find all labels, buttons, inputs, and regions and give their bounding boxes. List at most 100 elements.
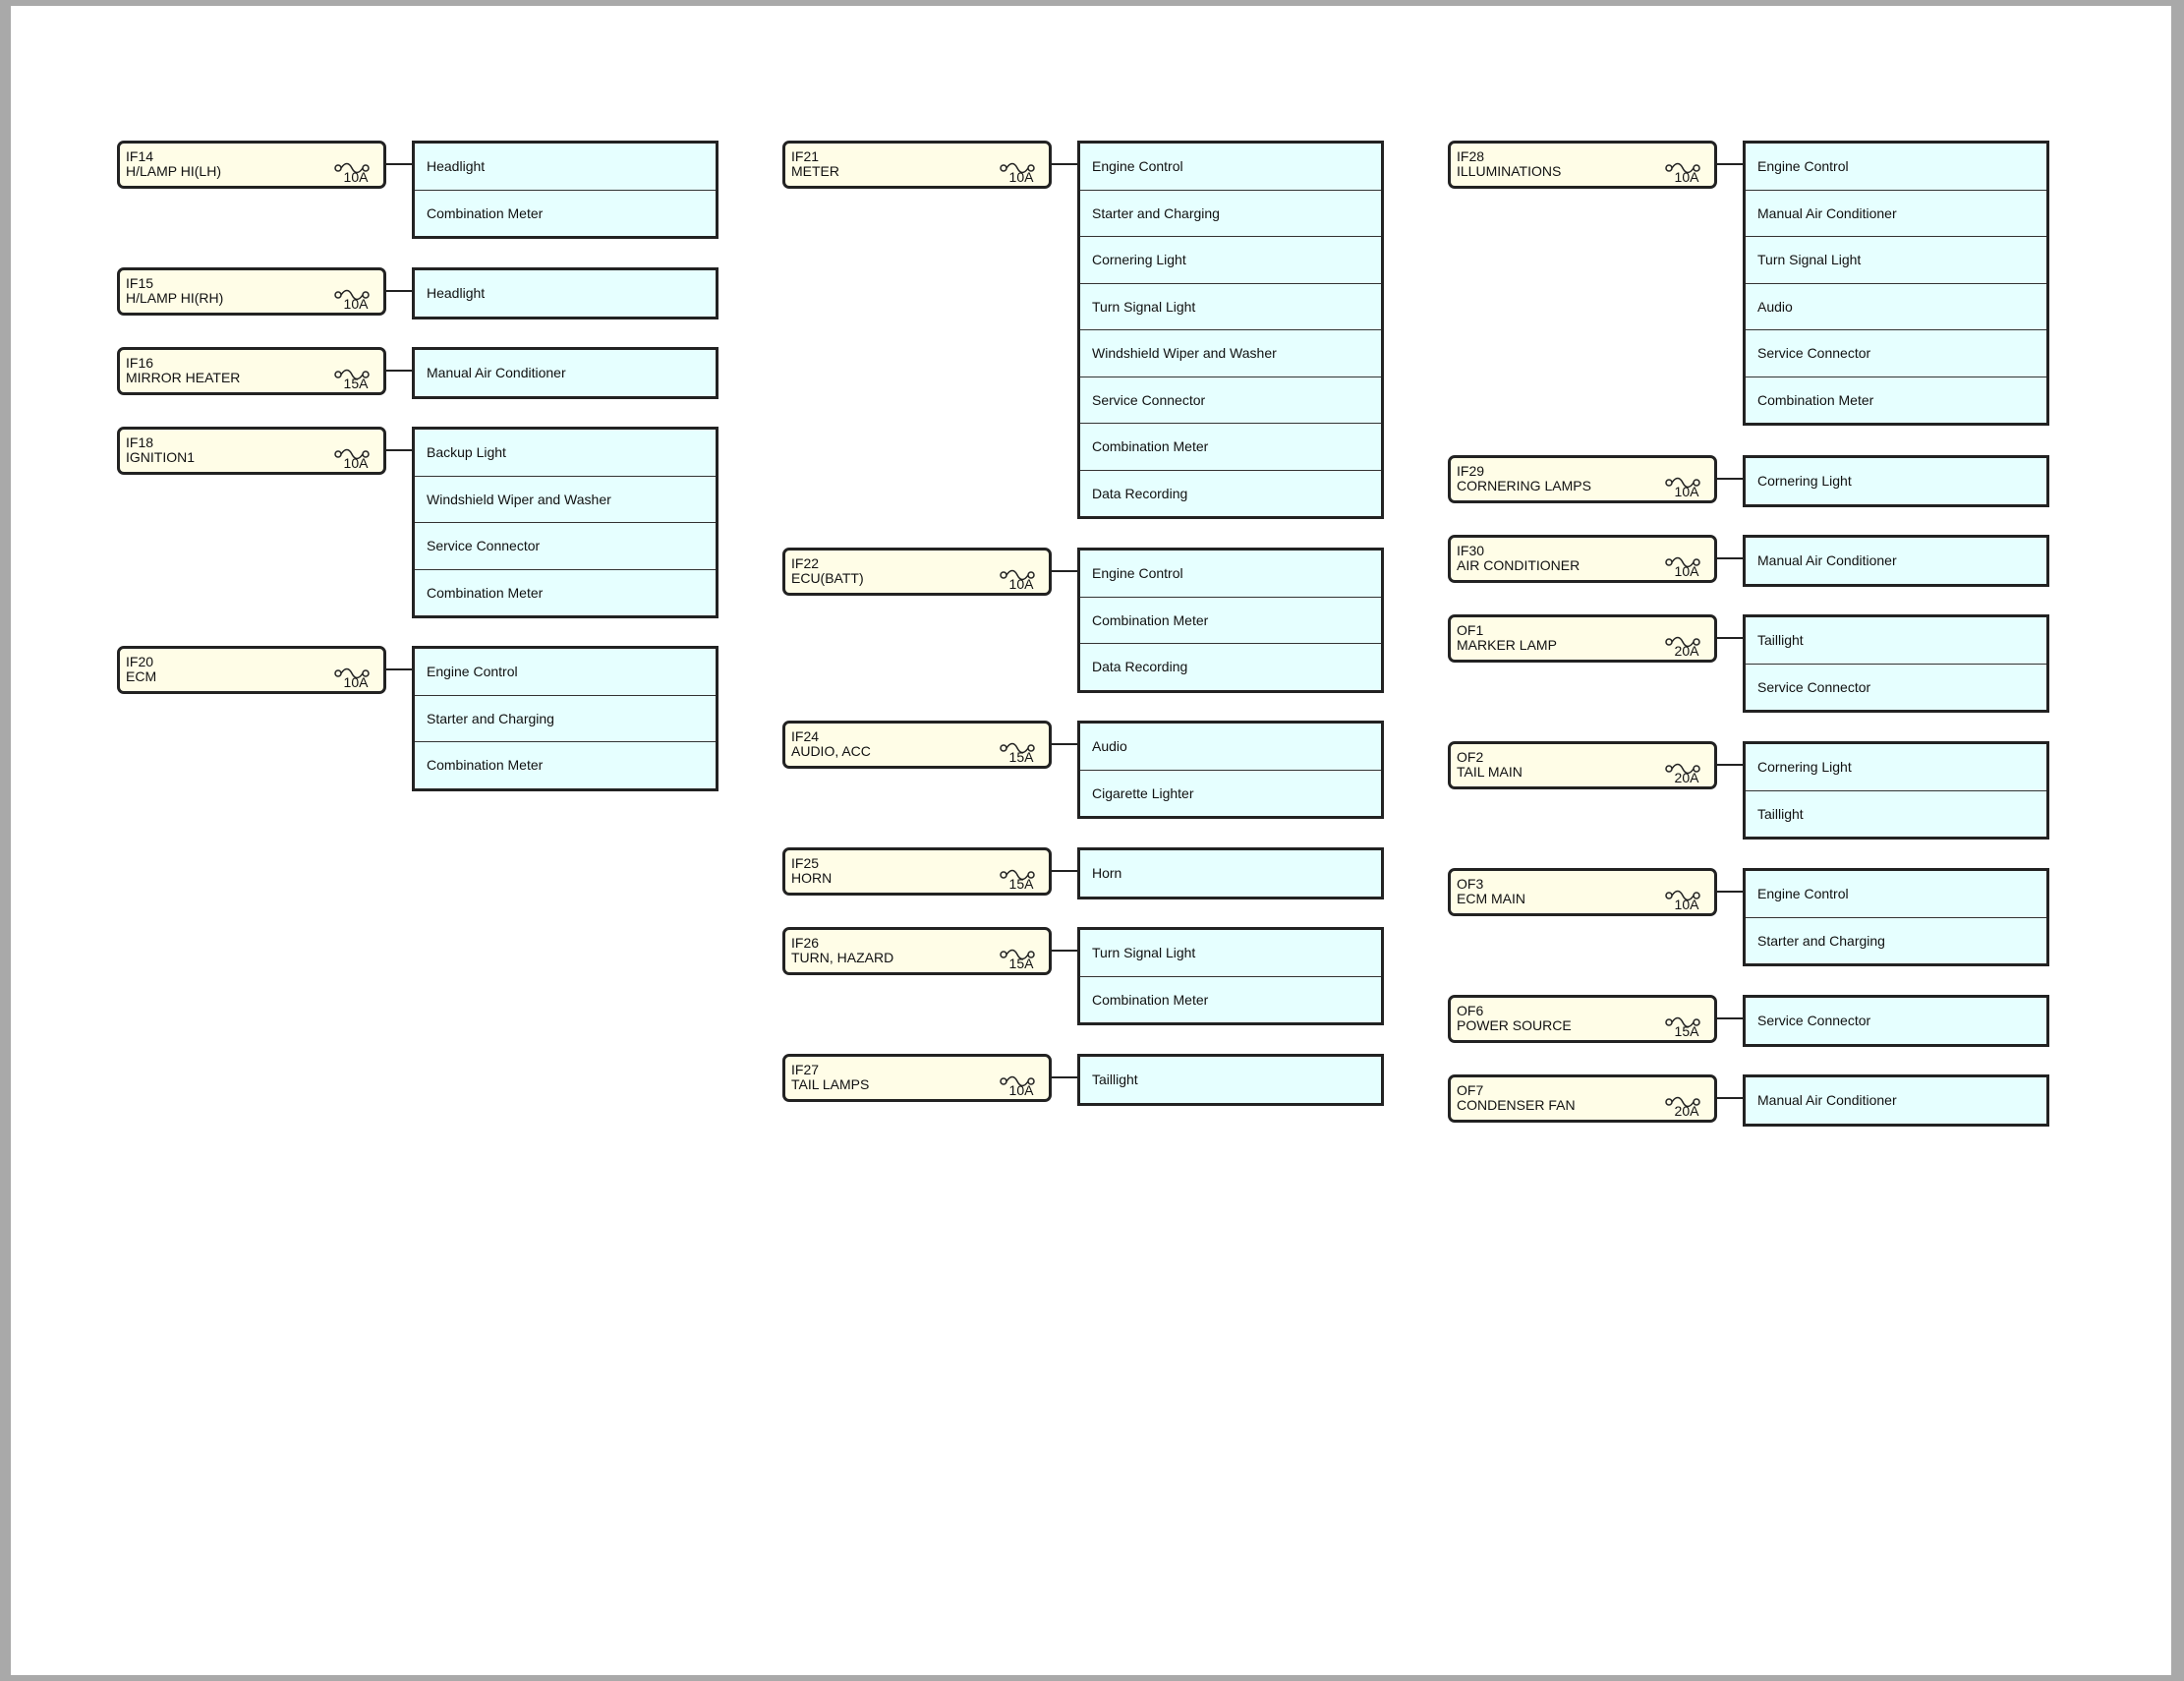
fuse-rating: 20A [1674,643,1699,659]
circuit-item: Combination Meter [415,741,716,788]
fuse-id: IF26 [791,935,820,951]
fuse-icon [334,369,370,380]
circuit-item: Engine Control [1757,886,1849,901]
fuse-name: HORN [791,870,833,886]
fuse-name: POWER SOURCE [1457,1017,1572,1033]
fuse-rating: 10A [1008,1082,1034,1098]
circuit-item: Cornering Light [1080,236,1381,283]
circuit-item: Combination Meter [1746,376,2046,424]
fuse-id: IF22 [791,555,820,571]
fuse-name: ECM [126,668,157,684]
fuse-name: AIR CONDITIONER [1457,557,1581,573]
circuit-item: Taillight [1092,1072,1138,1087]
circuit-item: Data Recording [1080,469,1381,517]
circuit-item: Service Connector [1746,663,2046,711]
fuse-icon [334,162,370,174]
fuse-icon [1000,742,1035,754]
fuse-icon [1000,162,1035,174]
circuit-item: Manual Air Conditioner [1757,552,1897,568]
circuit-item: Starter and Charging [1080,189,1381,237]
circuit-item: Engine Control [1757,158,1849,174]
fuse-name: TAIL LAMPS [791,1076,870,1092]
circuit-item: Engine Control [1092,158,1183,174]
connector-line [1697,478,1743,480]
circuit-item: Combination Meter [1080,423,1381,470]
fuse-rating: 10A [343,455,369,471]
fuse-id: IF16 [126,355,154,371]
connector-line [1032,570,1077,572]
connector-line [367,290,412,292]
circuit-item: Combination Meter [415,568,716,616]
fuse-rating: 10A [1008,169,1034,185]
circuit-item: Taillight [1746,789,2046,838]
connector-line [1032,1076,1077,1078]
fuse-name: CORNERING LAMPS [1457,478,1591,493]
fuse-name: IGNITION1 [126,449,196,465]
connector-line [367,370,412,372]
circuit-item: Service Connector [1080,376,1381,424]
connector-line [1697,764,1743,766]
fuse-icon [1665,162,1700,174]
connector-line [1697,637,1743,639]
circuit-item: Starter and Charging [1746,916,2046,964]
fuse-rating: 10A [1674,897,1699,912]
connector-line [1032,870,1077,872]
circuit-list: Taillight [1077,1054,1384,1106]
connector-line [367,668,412,670]
fuse-icon [334,289,370,301]
fuse-rating: 10A [1674,484,1699,499]
fuse-rating: 15A [1008,749,1034,765]
fuse-icon [1000,949,1035,960]
fuse-id: IF30 [1457,543,1485,558]
circuit-item: Backup Light [427,444,506,460]
circuit-item: Combination Meter [1080,975,1381,1023]
circuit-item: Turn Signal Light [1080,282,1381,330]
connector-line [1697,1097,1743,1099]
connector-line [1032,163,1077,165]
fuse-id: IF29 [1457,463,1485,479]
circuit-item: Service Connector [1746,329,2046,377]
connector-line [1032,743,1077,745]
circuit-item: Headlight [427,285,486,301]
circuit-list: Manual Air Conditioner [412,347,718,399]
circuit-item: Starter and Charging [415,694,716,742]
fuse-icon [1665,1096,1700,1108]
fuse-name: TAIL MAIN [1457,764,1523,780]
circuit-item: Manual Air Conditioner [427,365,566,380]
circuit-item: Combination Meter [1080,596,1381,644]
circuit-item: Taillight [1757,632,1804,648]
fuse-rating: 15A [343,376,369,391]
fuse-id: IF15 [126,275,154,291]
circuit-item: Combination Meter [415,189,716,237]
fuse-icon [1665,1016,1700,1028]
circuit-item: Audio [1746,282,2046,330]
connector-line [367,449,412,451]
fuse-rating: 15A [1008,956,1034,971]
fuse-icon [1665,890,1700,901]
fuse-name: ECM MAIN [1457,891,1525,906]
connector-line [1697,163,1743,165]
circuit-item: Cornering Light [1757,759,1852,775]
connector-line [1697,891,1743,893]
fuse-icon [1665,477,1700,489]
fuse-icon [334,448,370,460]
fuse-icon [1000,869,1035,881]
circuit-item: Turn Signal Light [1092,945,1196,960]
